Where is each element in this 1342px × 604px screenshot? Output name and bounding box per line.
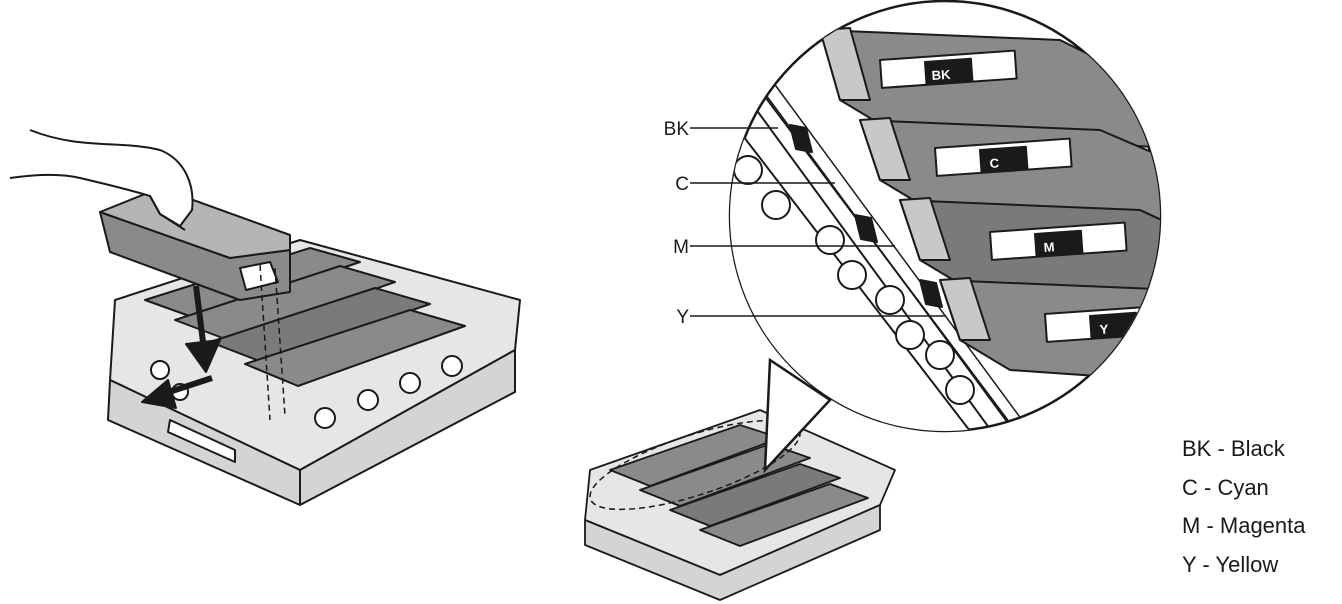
cartridge-tag-bk: BK [931, 67, 951, 83]
callout-label-y: Y [676, 307, 689, 328]
color-legend: BK - Black C - Cyan M - Magenta Y - Yell… [1182, 434, 1306, 588]
zoom-bubble: BK C M Y [728, 0, 1162, 474]
cartridge-tag-c: C [989, 155, 1000, 171]
callout-label-c: C [675, 174, 689, 195]
callout-label-bk: BK [664, 119, 690, 140]
cartridge-tag-y: Y [1099, 321, 1109, 337]
callout-label-m: M [673, 237, 689, 258]
drum-unit-left [9, 129, 521, 506]
drum-unit-small [584, 409, 896, 601]
legend-item-cyan: C - Cyan [1182, 474, 1269, 500]
callouts [690, 127, 945, 317]
cartridge-tag-texts: BK C M Y [931, 67, 1109, 337]
legend-item-yellow: Y - Yellow [1182, 551, 1279, 577]
legend-item-magenta: M - Magenta [1182, 513, 1306, 538]
cartridge-tag-m: M [1043, 239, 1055, 255]
legend-item-black: BK - Black [1182, 436, 1285, 461]
